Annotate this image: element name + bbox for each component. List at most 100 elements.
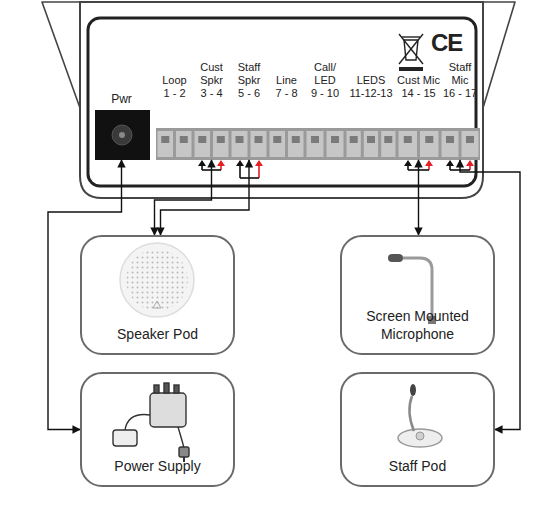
terminal-name: Staff Mic (440, 61, 480, 87)
terminal-screw (217, 136, 225, 143)
terminal-screw (311, 136, 319, 143)
pod-stem (409, 396, 414, 431)
staff-pod-picture (398, 384, 442, 447)
dc-cable (178, 427, 184, 448)
terminal-pin (462, 131, 479, 157)
terminal-strip (156, 128, 480, 160)
terminal-name: Line (276, 74, 297, 87)
device-label: Power Supply (114, 457, 200, 475)
cross-line (399, 34, 423, 64)
device-label: Staff Pod (389, 457, 446, 475)
terminal-group: Line7 - 8 (268, 58, 305, 160)
terminal-name: Cust Spkr (193, 61, 230, 87)
terminal-pin (442, 131, 459, 157)
terminal-name: LEDS (357, 74, 386, 87)
terminal-pins (158, 131, 479, 157)
pin-arrow (425, 160, 433, 166)
mounting-flange (42, 2, 80, 108)
plug-prong (154, 385, 159, 393)
pod-button (416, 432, 424, 440)
power-supply-picture (113, 383, 189, 462)
pin-numbers: 1 - 2 (163, 87, 185, 100)
pin-arrow (217, 160, 225, 166)
mounting-flange (483, 2, 515, 108)
adapter-body (150, 393, 186, 427)
terminal-pin (327, 131, 344, 157)
device-box: Speaker Pod (80, 235, 235, 355)
terminal-group: Loop1 - 2 (156, 58, 193, 160)
iec-connector (113, 430, 137, 446)
terminal-screw (273, 136, 281, 143)
pin-arrow (446, 160, 454, 166)
terminal-group: Cust Mic14 - 15 (397, 58, 440, 160)
terminal-screw (331, 136, 339, 143)
housing (42, 2, 515, 198)
cross-line (399, 34, 423, 64)
pin-numbers: 7 - 8 (275, 87, 297, 100)
terminal-pin (307, 131, 324, 157)
terminal-pin (232, 131, 248, 157)
terminal-pin (364, 131, 378, 157)
wire-connector (460, 160, 520, 430)
terminal-name: Loop (162, 74, 186, 87)
device-box: Power Supply (80, 372, 235, 487)
pin-numbers: 14 - 15 (401, 87, 435, 100)
terminal-pin (347, 131, 361, 157)
jack-body (95, 110, 150, 160)
device-label: Speaker Pod (117, 325, 198, 343)
pin-arrow (404, 160, 412, 166)
power-jack-label: Pwr (93, 92, 150, 160)
speaker-body (120, 243, 194, 317)
terminal-group: LEDS11-12-13 (345, 58, 397, 160)
terminal-pin (213, 131, 229, 157)
ce-mark: CE (431, 29, 462, 57)
terminal-pin (176, 131, 192, 157)
wire-connector (418, 160, 419, 235)
adapter-cable (125, 415, 150, 430)
terminal-screw (350, 136, 358, 143)
housing-body (80, 2, 483, 198)
dc-plug (179, 447, 189, 457)
terminal-pin (251, 131, 267, 157)
pod-base (398, 429, 442, 447)
terminal-screw (404, 136, 412, 143)
pin-wires (198, 160, 474, 178)
jack-pin (119, 132, 125, 138)
device-box: Screen Mounted Microphone (340, 235, 495, 355)
terminal-screw (446, 136, 454, 143)
pin-numbers: 11-12-13 (349, 87, 392, 100)
terminal-pin (399, 131, 418, 157)
pin-numbers: 3 - 4 (200, 87, 222, 100)
terminal-screw (292, 136, 300, 143)
terminal-group: Call/ LED9 - 10 (305, 58, 345, 160)
speaker-pod-picture (120, 243, 194, 317)
mic-capsule (388, 254, 403, 262)
bin-bar (399, 67, 423, 71)
terminal-pin (288, 131, 304, 157)
speaker-grille (126, 249, 188, 311)
terminal-group: Staff Spkr5 - 6 (230, 58, 268, 160)
pin-arrow (466, 160, 474, 166)
pin-numbers: 5 - 6 (238, 87, 260, 100)
terminal-name: Call/ LED (305, 61, 345, 87)
terminal-screw (425, 136, 433, 143)
terminal-pin (381, 131, 395, 157)
wire-connector (161, 160, 250, 235)
pod-capsule (410, 384, 416, 396)
terminal-screw (198, 136, 206, 143)
pin-arrow (198, 160, 206, 166)
device-label: Screen Mounted Microphone (350, 307, 485, 343)
terminal-screw (384, 136, 392, 143)
jack-socket (112, 125, 132, 145)
terminal-screw (161, 136, 169, 143)
terminal-screw (255, 136, 263, 143)
power-jack (95, 110, 150, 160)
terminal-pin (420, 131, 439, 157)
terminal-screw (236, 136, 244, 143)
terminal-screw (466, 136, 474, 143)
terminal-name: Cust Mic (397, 74, 440, 87)
pin-arrow (255, 160, 263, 166)
wire-connector (155, 160, 212, 235)
bin-lid (402, 36, 420, 37)
pin-numbers: 9 - 10 (311, 87, 339, 100)
